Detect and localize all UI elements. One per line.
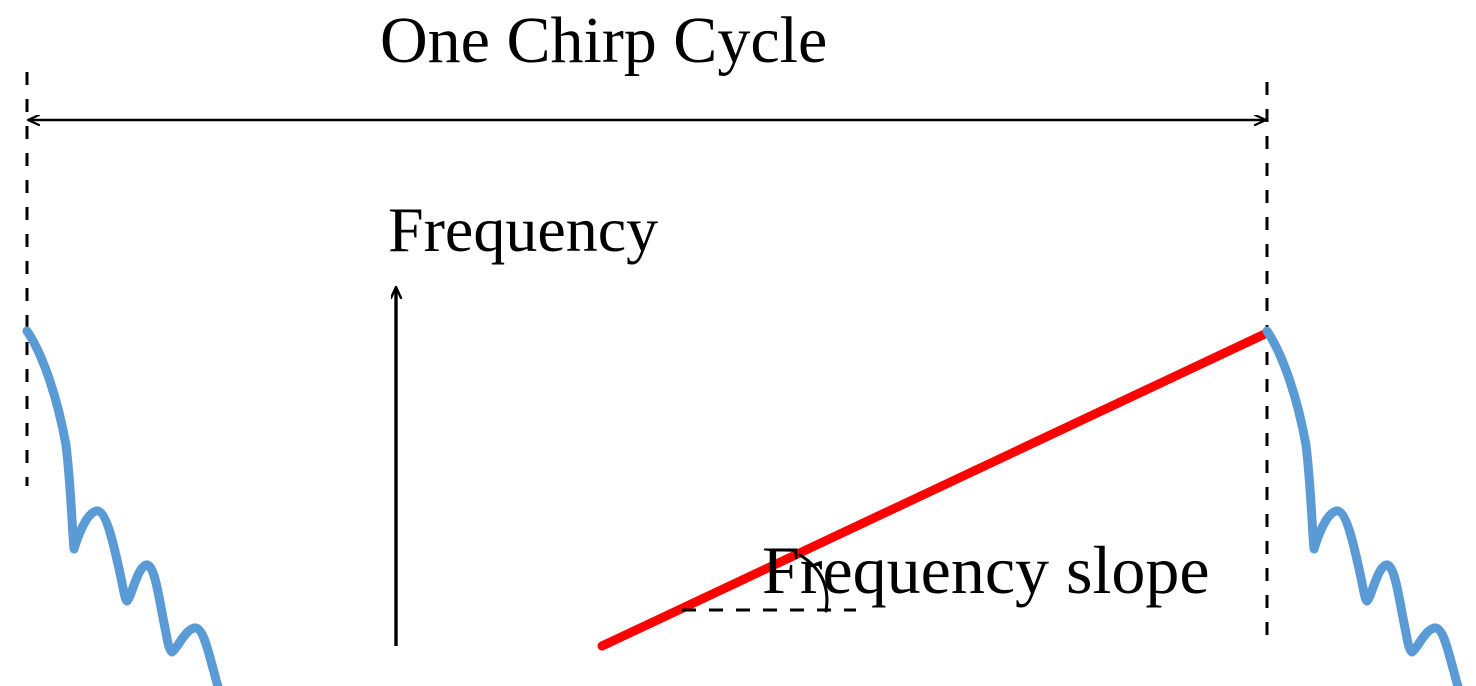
chirp-frequency-ramp-line (597, 328, 1272, 651)
waveform-left (22, 326, 223, 686)
page-title: One Chirp Cycle (380, 4, 828, 77)
slope-angle-arc (798, 553, 829, 613)
waveform-right (1262, 326, 1463, 686)
frequency-axis-label: Frequency (388, 194, 659, 265)
frequency-slope-label: Frequency slope (762, 532, 1210, 608)
